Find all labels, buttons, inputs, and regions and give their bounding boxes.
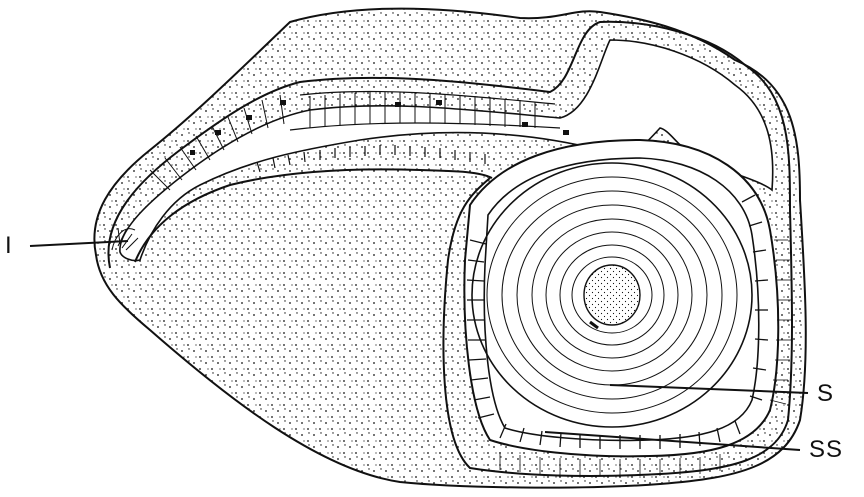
label-s: S <box>817 382 834 406</box>
label-ss: SS <box>809 438 843 462</box>
statolith-core <box>584 265 640 325</box>
label-i: I <box>5 234 13 258</box>
